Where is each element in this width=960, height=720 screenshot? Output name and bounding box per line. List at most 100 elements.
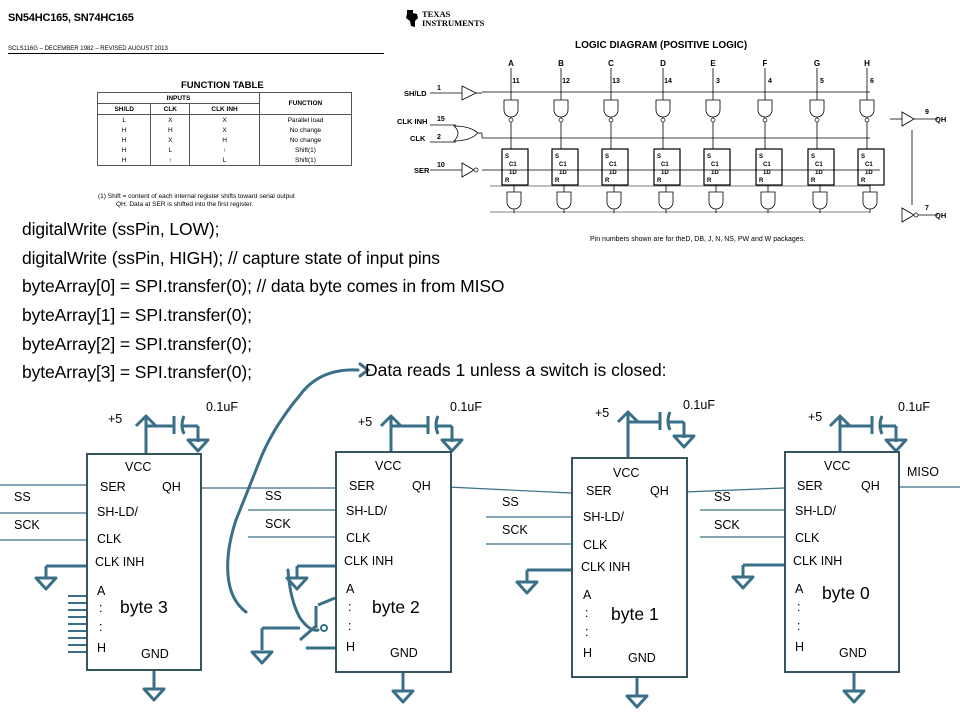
- function-table-col-function: FUNCTION: [258, 92, 353, 115]
- logic-input-label: SH/LD: [404, 89, 427, 98]
- ti-brand: TEXAS INSTRUMENTS: [422, 10, 484, 28]
- inverter-bubble-icon: [710, 117, 716, 123]
- parallel-input-label: H: [864, 59, 870, 68]
- function-table-cell: H: [96, 155, 152, 166]
- flip-flop-icon: [551, 148, 579, 186]
- flip-flop-icon: [653, 148, 681, 186]
- chip-pin-a: A: [97, 584, 106, 598]
- buffer-icon: [461, 162, 475, 178]
- nand-gate-icon: [859, 99, 875, 118]
- supply-arrow-icon: [828, 414, 852, 428]
- ti-brand-line2: INSTRUMENTS: [422, 18, 485, 28]
- parallel-input-label: G: [814, 59, 820, 68]
- chip-pin-clk: CLK: [346, 531, 371, 545]
- supply-arrow-icon: [379, 414, 403, 428]
- ff-label: R: [861, 178, 866, 184]
- ff-label: C1: [559, 162, 567, 168]
- parallel-input-pin: 4: [768, 78, 772, 85]
- chip-pin-dots: :: [585, 606, 589, 620]
- inverter-bubble-icon: [508, 117, 514, 123]
- ff-label: C1: [609, 162, 617, 168]
- chip-pin-a: A: [583, 588, 592, 602]
- ff-label: C1: [711, 162, 719, 168]
- header-rule: [8, 53, 384, 54]
- daisy-chain-wire: [447, 486, 572, 494]
- switch-lever-icon: [299, 624, 317, 642]
- ff-label: R: [657, 178, 662, 184]
- chip-pin-vcc: VCC: [613, 466, 640, 480]
- ground-icon: [142, 687, 166, 702]
- inverter-bubble-icon: [473, 167, 479, 173]
- datasheet-doc-number: SCLS116G – DECEMBER 1982 – REVISED AUGUS…: [8, 46, 168, 52]
- ff-label: 1D: [815, 170, 823, 176]
- chip-pin-dots: :: [797, 619, 801, 633]
- chip-pin-gnd: GND: [628, 651, 656, 665]
- function-table-cell: ↑: [150, 155, 191, 166]
- chip-pin-dots: :: [99, 620, 103, 634]
- flip-flop-icon: [601, 148, 629, 186]
- ff-label: R: [605, 178, 610, 184]
- function-table-cell: H: [150, 125, 191, 135]
- ff-label: S: [505, 154, 509, 160]
- ground-icon: [440, 438, 464, 453]
- nand-gate-icon: [553, 99, 569, 118]
- ti-logo-icon: [406, 10, 418, 27]
- inverter-bubble-icon: [762, 117, 768, 123]
- chip-pin-h: H: [795, 640, 805, 654]
- parallel-input-label: A: [508, 59, 514, 68]
- logic-output-label: QH: [935, 115, 946, 124]
- chip-pin-h: H: [583, 646, 593, 660]
- annotation-arrowhead-icon: [358, 362, 371, 378]
- nand-gate-icon: [658, 191, 674, 210]
- inverter-bubble-icon: [558, 117, 564, 123]
- ff-label: S: [861, 154, 865, 160]
- logic-output-label: QH: [935, 211, 946, 220]
- ground-icon: [34, 576, 58, 591]
- logic-output-pin: 9: [925, 109, 929, 116]
- capacitor-label: 0.1uF: [206, 400, 238, 414]
- nand-gate-icon: [809, 99, 825, 118]
- net-label-sck: SCK: [265, 517, 291, 531]
- ff-label: 1D: [509, 170, 517, 176]
- net-label-sck: SCK: [14, 518, 40, 532]
- chip-pin-vcc: VCC: [824, 459, 851, 473]
- capacitor-label: 0.1uF: [683, 398, 715, 412]
- function-table-cell: Shift(1): [258, 155, 353, 166]
- annotation-arrow-icon: [226, 368, 360, 614]
- chip-pin-gnd: GND: [141, 647, 169, 661]
- supply-arrow-icon: [134, 414, 158, 428]
- chip-pin-a: A: [795, 582, 804, 596]
- supply-label: +5: [808, 410, 823, 424]
- function-table-cell: Shift(1): [258, 145, 353, 155]
- net-label-miso: MISO: [907, 465, 939, 479]
- logic-input-pin: 15: [437, 116, 445, 123]
- chip-pin-dots: :: [99, 601, 103, 615]
- ff-label: S: [707, 154, 711, 160]
- ff-label: C1: [509, 162, 517, 168]
- chip-byte-label: byte 2: [372, 597, 420, 617]
- parallel-input-pin: 14: [664, 78, 672, 85]
- chip-pin-h: H: [346, 640, 356, 654]
- code-line: byteArray[3] = SPI.transfer(0);: [22, 362, 252, 382]
- supply-label: +5: [108, 412, 123, 426]
- chip-pin-clk: CLK: [795, 531, 820, 545]
- chip-pin-shld: SH-LD/: [346, 504, 387, 518]
- nand-gate-icon: [606, 191, 622, 210]
- chip-pin-clk: CLK: [97, 532, 122, 546]
- logic-output-pin: 7: [925, 205, 929, 212]
- chip-pin-qh: QH: [650, 484, 669, 498]
- code-line: byteArray[0] = SPI.transfer(0); // data …: [22, 276, 505, 296]
- ff-label: C1: [661, 162, 669, 168]
- ff-label: 1D: [865, 170, 873, 176]
- inverter-bubble-icon: [660, 117, 666, 123]
- datasheet-title: SN54HC165, SN74HC165: [8, 12, 134, 24]
- chip-pin-clkinh: CLK INH: [581, 560, 631, 574]
- function-table-col-shld: SH/LD: [96, 103, 152, 115]
- supply-label: +5: [595, 406, 610, 420]
- daisy-chain-wire: [683, 487, 785, 493]
